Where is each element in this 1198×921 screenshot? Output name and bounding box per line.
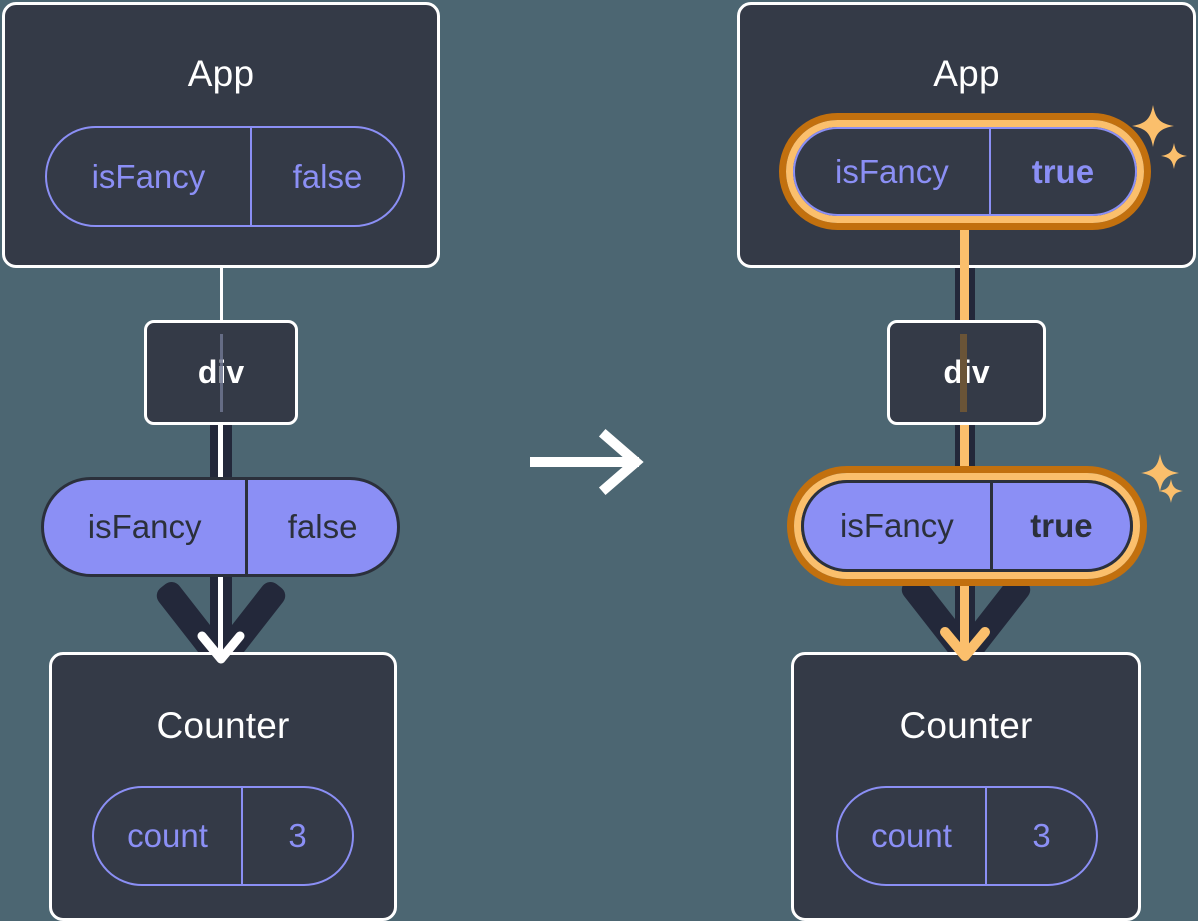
- connector-app-to-div-core-after: [960, 224, 969, 324]
- counter-title-before: Counter: [156, 705, 290, 746]
- prop-pill-after: isFancy true: [801, 480, 1133, 572]
- app-state-value-before: false: [249, 128, 403, 225]
- prop-key-after: isFancy: [840, 507, 954, 544]
- app-component-box-before: App isFancy false: [2, 2, 440, 268]
- prop-key-before: isFancy: [87, 508, 202, 545]
- counter-state-value-before: 3: [241, 788, 352, 884]
- app-title-after: App: [933, 53, 1000, 94]
- counter-state-key-after: count: [871, 817, 952, 854]
- counter-state-pill-before: count 3: [92, 786, 354, 886]
- connector-prop-to-counter-core-before: [218, 577, 223, 652]
- connector-app-to-div-before: [220, 266, 223, 322]
- app-state-pill-before: isFancy false: [45, 126, 405, 227]
- app-state-key-after: isFancy: [835, 152, 949, 190]
- app-state-key-before: isFancy: [91, 157, 206, 195]
- prop-pill-before: isFancy false: [41, 477, 400, 577]
- app-state-highlight-ring-after: [779, 113, 1151, 230]
- prop-highlight-ring-after: [787, 466, 1147, 586]
- sparkle-icon-prop-small-after: [1159, 479, 1183, 503]
- sparkle-icon-app-small-after: [1161, 143, 1187, 169]
- app-title-before: App: [187, 53, 255, 94]
- counter-component-box-after: Counter count 3: [791, 652, 1141, 921]
- connector-div-to-prop-core-before: [218, 423, 223, 481]
- counter-state-pill-after: count 3: [836, 786, 1098, 886]
- div-inner-line-after: [960, 334, 967, 412]
- counter-title-after: Counter: [899, 705, 1033, 746]
- connector-prop-to-counter-core-after: [960, 572, 969, 650]
- sparkle-icon-app-large-after: [1132, 105, 1174, 147]
- counter-component-box-before: Counter count 3: [49, 652, 397, 921]
- transition-right-arrow-icon: [530, 428, 644, 496]
- app-state-pill-after: isFancy true: [793, 127, 1137, 216]
- prop-value-before: false: [245, 480, 397, 574]
- sparkle-icon-prop-large-after: [1141, 454, 1179, 492]
- counter-state-value-after: 3: [985, 788, 1096, 884]
- div-inner-line-before: [220, 334, 223, 412]
- app-state-value-after: true: [988, 129, 1135, 214]
- connector-div-to-prop-core-after: [960, 423, 969, 483]
- prop-value-after: true: [989, 483, 1130, 569]
- arrowhead-after: [940, 627, 990, 661]
- arrowhead-before: [197, 631, 245, 664]
- counter-state-key-before: count: [127, 817, 208, 854]
